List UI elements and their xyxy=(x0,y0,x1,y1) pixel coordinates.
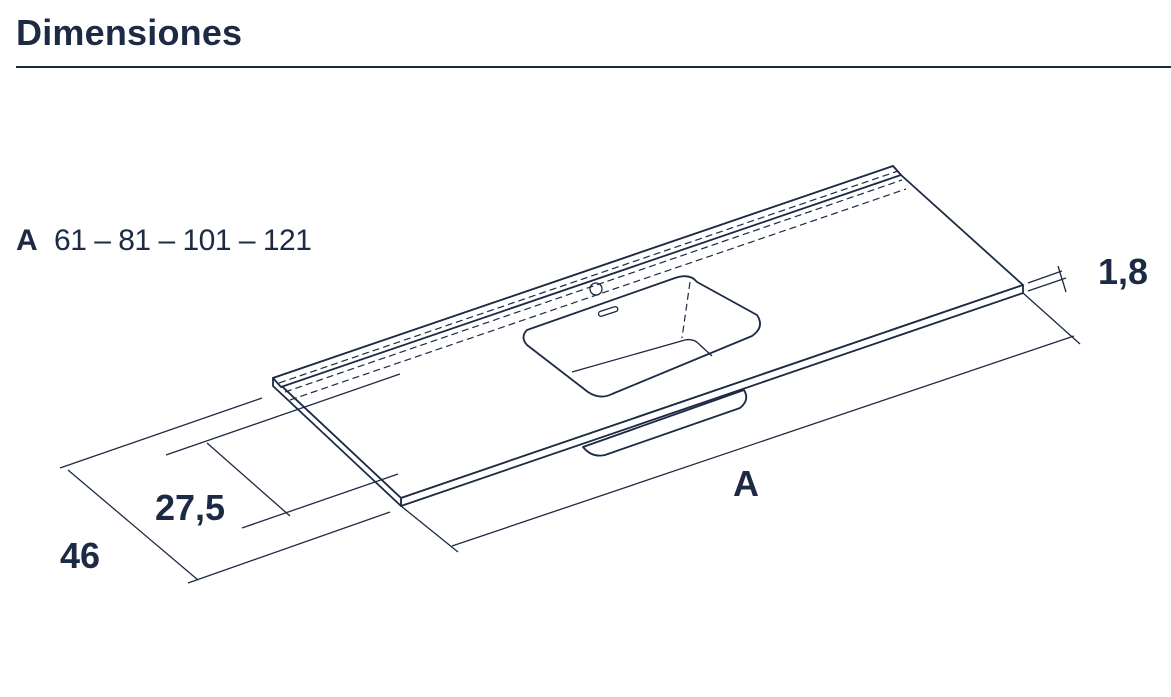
faucet-hole xyxy=(589,282,603,296)
sink-basin xyxy=(522,275,761,457)
depth-partial-label: 27,5 xyxy=(155,487,225,528)
dimension-length: A xyxy=(400,292,1081,553)
title-divider xyxy=(16,66,1171,68)
dimension-depth-total: 46 xyxy=(59,397,391,584)
length-label: A xyxy=(733,463,759,504)
overflow-slot-icon xyxy=(597,306,619,317)
basin-underside xyxy=(582,389,748,457)
dimension-thickness: 1,8 xyxy=(1027,251,1148,293)
basin-floor xyxy=(571,338,713,373)
depth-total-label: 46 xyxy=(60,535,100,576)
basin-hidden-corner xyxy=(681,281,691,339)
available-sizes: A 61 – 81 – 101 – 121 xyxy=(16,224,312,258)
countertop-slab xyxy=(272,165,1024,507)
backsplash-hidden-line-1 xyxy=(278,170,899,384)
thickness-label: 1,8 xyxy=(1098,251,1148,292)
basin-rim xyxy=(522,275,761,398)
sizes-values: 61 – 81 – 101 – 121 xyxy=(54,224,312,257)
page-title: Dimensiones xyxy=(16,12,243,53)
dimension-depth-partial: 27,5 xyxy=(155,373,401,529)
backsplash-hidden-line-2 xyxy=(284,179,903,393)
sizes-key-label: A xyxy=(16,224,38,257)
